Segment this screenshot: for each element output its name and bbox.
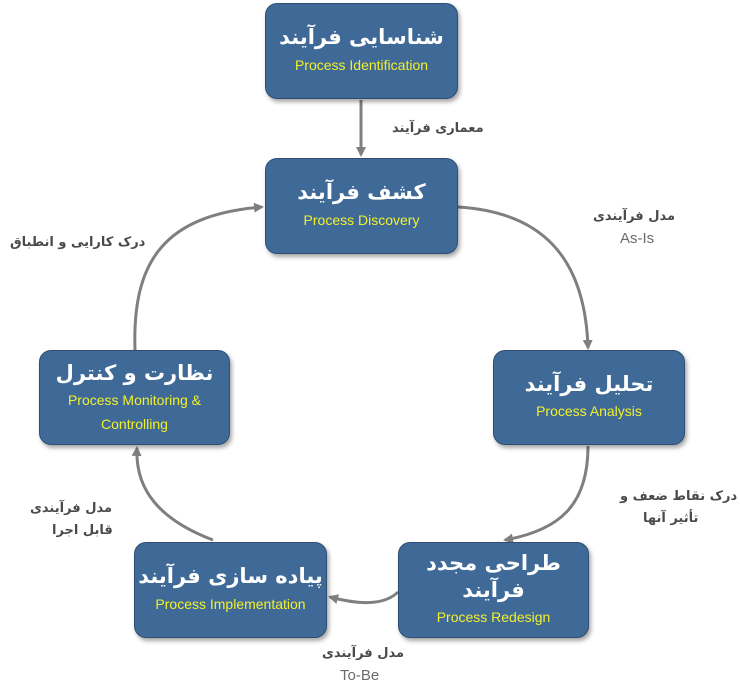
arrow-redesign-to-implementation — [328, 590, 400, 604]
process-discovery-title-en: Process Discovery — [303, 211, 420, 228]
process-redesign-title-fa: طراحی مجدد فرآیند — [426, 550, 561, 602]
arrow-implementation-to-monitoring — [131, 446, 214, 542]
process-discovery-node: کشف فرآیند Process Discovery — [265, 158, 458, 254]
label-weakness-line1: درک نقاط ضعف و — [620, 489, 738, 504]
label-executable-model-line2: قابل اجرا — [52, 523, 113, 538]
label-to-be-model-en: To-Be — [340, 667, 380, 684]
process-monitoring-title-en-line1: Process Monitoring & — [67, 392, 202, 409]
process-monitoring-title-fa: نظارت و کنترل — [55, 360, 214, 385]
process-implementation-title-fa: پیاده سازی فرآیند — [138, 564, 323, 589]
process-implementation-node: پیاده سازی فرآیند Process Implementation — [134, 542, 327, 638]
label-as-is-model-fa: مدل فرآیندی — [593, 209, 676, 224]
arrow-discovery-to-analysis — [457, 205, 593, 350]
process-analysis-title-fa: تحلیل فرآیند — [524, 371, 654, 396]
arrow-monitoring-to-discovery — [133, 202, 264, 351]
process-analysis-node: تحلیل فرآیند Process Analysis — [493, 350, 685, 445]
process-identification-node: شناسایی فرآیند Process Identification — [265, 3, 458, 99]
process-identification-title-en: Process Identification — [294, 56, 429, 73]
process-redesign-title-en: Process Redesign — [436, 609, 551, 626]
label-weakness-line2: تأثیر آنها — [643, 511, 699, 526]
process-monitoring-title-en-line2: Controlling — [101, 416, 168, 433]
label-executable-model-line1: مدل فرآیندی — [30, 501, 113, 516]
process-implementation-title-en: Process Implementation — [155, 595, 306, 612]
process-analysis-title-en: Process Analysis — [536, 403, 642, 420]
arrow-analysis-to-redesign — [503, 445, 590, 544]
label-as-is-model-en: As-Is — [620, 230, 655, 247]
process-identification-title-fa: شناسایی فرآیند — [279, 25, 444, 50]
label-performance-compliance: درک کارایی و انطباق — [10, 235, 146, 250]
process-discovery-title-fa: کشف فرآیند — [297, 180, 426, 205]
label-process-architecture: معماری فرآیند — [392, 121, 484, 136]
process-monitoring-node: نظارت و کنترل Process Monitoring & Contr… — [39, 350, 230, 445]
label-to-be-model-fa: مدل فرآیندی — [322, 646, 405, 661]
process-redesign-node: طراحی مجدد فرآیند Process Redesign — [398, 542, 589, 638]
